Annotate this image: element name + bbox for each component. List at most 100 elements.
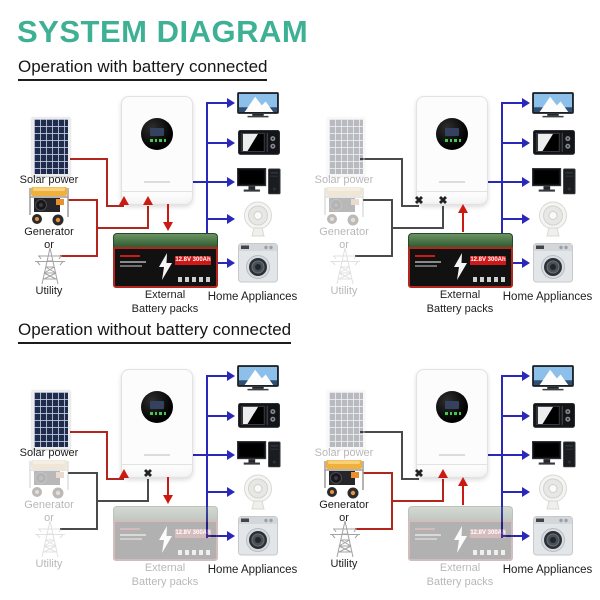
microwave-icon	[533, 403, 575, 428]
battery-packs-label: Battery packs	[426, 576, 494, 588]
battery-text-line	[120, 534, 146, 536]
washing-machine-icon	[533, 243, 573, 283]
arrow-right-icon	[227, 214, 235, 224]
inverter	[121, 369, 193, 478]
generator-icon	[324, 187, 364, 226]
page-title: SYSTEM DIAGRAM	[17, 14, 309, 49]
battery-packs-label: Battery packs	[426, 303, 494, 315]
arrow-right-icon	[522, 487, 530, 497]
lightning-bolt-icon	[159, 253, 172, 280]
battery-terminal	[160, 202, 176, 234]
solar-power-label: Solar power	[314, 174, 374, 186]
solar-wire-segment	[401, 205, 419, 207]
battery-body: 12.8V 300Ah	[113, 520, 218, 561]
battery-text-line	[120, 255, 140, 257]
inverter-bottom-strip	[122, 464, 192, 465]
solar-wire-segment	[65, 431, 108, 433]
generator-label: Generator	[24, 226, 74, 238]
utility-label: Utility	[35, 285, 63, 297]
arrow-right-icon	[227, 531, 235, 541]
battery-lid	[113, 506, 218, 520]
fan-icon	[539, 474, 567, 510]
load-wire-segment	[206, 142, 228, 144]
arrow-right-icon	[522, 177, 530, 187]
load-wire-segment	[206, 102, 228, 104]
lightning-bolt-icon	[454, 526, 467, 553]
arrow-right-icon	[227, 411, 235, 421]
battery-text-line	[120, 538, 142, 540]
inverter-display-icon	[436, 118, 468, 150]
generator-label: Generator	[319, 499, 369, 511]
washing-machine-icon	[533, 516, 573, 556]
load-wire-segment	[501, 415, 523, 417]
disconnected-x-icon: ✖	[438, 195, 448, 207]
battery-certification-icons	[473, 550, 505, 555]
inverter	[416, 96, 488, 205]
ac-wire-segment	[147, 479, 149, 502]
external-label: External	[439, 562, 481, 574]
ac-wire-segment	[391, 500, 444, 502]
generator-wire-segment	[68, 199, 98, 201]
microwave-icon	[533, 130, 575, 155]
fan-icon	[539, 201, 567, 237]
external-label: External	[144, 562, 186, 574]
utility-label: Utility	[330, 558, 358, 570]
inverter-display-icon	[436, 391, 468, 423]
battery-lid	[113, 233, 218, 247]
desktop-computer-icon	[532, 441, 576, 468]
arrow-right-icon	[227, 98, 235, 108]
home-appliances-label: Home Appliances	[207, 291, 298, 303]
arrow-right-icon	[227, 138, 235, 148]
inverter-led-indicators	[150, 412, 166, 415]
inverter-display-icon	[141, 118, 173, 150]
battery-wire	[167, 477, 169, 497]
load-wire-segment	[501, 102, 523, 104]
load-wire-segment	[486, 454, 503, 456]
washing-machine-icon	[238, 243, 278, 283]
solar-wire-segment	[401, 158, 403, 207]
inverter-lcd	[445, 128, 459, 136]
inverter-brand-mark	[144, 453, 170, 456]
home-appliances-label: Home Appliances	[207, 564, 298, 576]
battery-wire	[462, 212, 464, 232]
battery-text-line	[120, 261, 146, 263]
washing-machine-icon	[238, 516, 278, 556]
desktop-computer-icon	[532, 168, 576, 195]
fan-icon	[244, 474, 272, 510]
battery-body: 12.8V 300Ah	[408, 520, 513, 561]
battery-pack-icon: 12.8V 300Ah	[408, 506, 513, 561]
utility-wire-segment	[60, 255, 98, 257]
arrow-right-icon	[522, 450, 530, 460]
utility-wire-segment	[60, 528, 98, 530]
battery-text-line	[415, 534, 441, 536]
tv-icon	[237, 92, 279, 118]
battery-text-line	[415, 265, 437, 267]
arrow-up-icon	[119, 196, 129, 205]
arrow-up-icon	[458, 477, 468, 486]
arrow-right-icon	[522, 531, 530, 541]
battery-pack-icon: 12.8V 300Ah	[113, 506, 218, 561]
fan-icon	[244, 201, 272, 237]
arrow-right-icon	[227, 177, 235, 187]
inverter-display-icon	[141, 391, 173, 423]
arrow-right-icon	[522, 411, 530, 421]
solar-wire-segment	[106, 431, 108, 480]
generator-wire-segment	[363, 199, 393, 201]
solar-power-label: Solar power	[19, 447, 79, 459]
home-appliances-label: Home Appliances	[502, 564, 593, 576]
inverter	[121, 96, 193, 205]
solar-wire-segment	[65, 158, 108, 160]
solar-wire-segment	[106, 205, 124, 207]
desktop-computer-icon	[237, 168, 281, 195]
inverter	[416, 369, 488, 478]
ac-wire-segment	[96, 500, 149, 502]
arrow-up-icon	[143, 196, 153, 205]
generator-label: Generator	[24, 499, 74, 511]
solar-power-label: Solar power	[314, 447, 374, 459]
battery-packs-label: Battery packs	[131, 576, 199, 588]
generator-icon	[29, 460, 69, 499]
utility-tower-icon	[35, 520, 65, 558]
generator-wire-segment	[363, 472, 393, 474]
arrow-right-icon	[522, 98, 530, 108]
load-wire-segment	[206, 415, 228, 417]
